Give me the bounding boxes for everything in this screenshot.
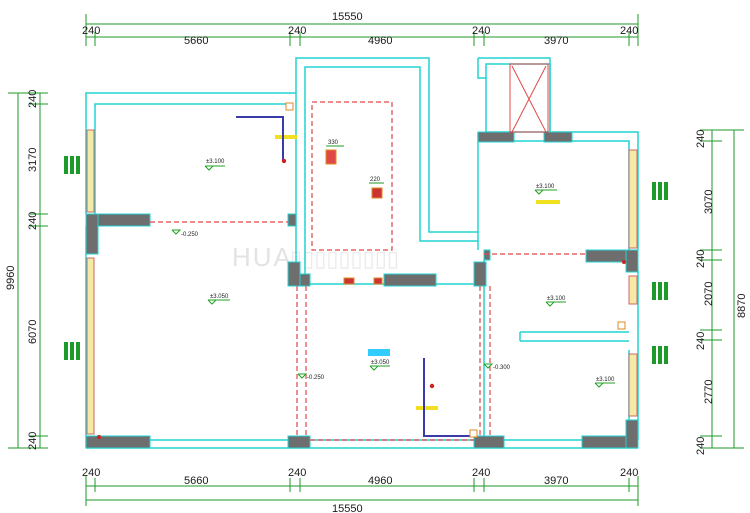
svg-text:240: 240 [695, 332, 707, 350]
center-annotation-b: 220 [370, 177, 381, 183]
svg-text:3970: 3970 [544, 35, 568, 47]
stair-cross [509, 63, 549, 133]
svg-text:3170: 3170 [27, 148, 39, 172]
svg-text:4960: 4960 [368, 475, 392, 487]
bottom-total-dim: 15550 [332, 503, 363, 513]
windows [86, 129, 638, 435]
watermark-text: HUA [232, 242, 293, 272]
svg-text:240: 240 [620, 467, 638, 479]
left-dims: 9960 240 3170 240 6070 240 [5, 90, 39, 450]
gray-wall-fills [85, 131, 639, 449]
svg-text:240: 240 [82, 467, 100, 479]
level-right-passage: -0.300 [493, 365, 511, 371]
svg-text:240: 240 [472, 25, 490, 37]
yellow-marks [275, 135, 560, 410]
svg-text:240: 240 [27, 432, 39, 450]
level-middle-right-room: ±3.100 [547, 296, 566, 302]
right-dims: 8870 240 3070 240 2070 240 2770 240 [695, 130, 748, 455]
svg-text:240: 240 [695, 250, 707, 268]
top-dimension-lines [85, 14, 639, 46]
svg-text:3970: 3970 [544, 475, 568, 487]
cyan-wall-outlines [85, 57, 639, 449]
right-total-dim: 8870 [736, 294, 748, 318]
svg-text:240: 240 [27, 90, 39, 108]
level-top-right-room: ±3.100 [536, 184, 555, 190]
top-total-dim: 15550 [332, 11, 363, 23]
level-bottom-right-room: ±3.100 [596, 377, 615, 383]
svg-text:240: 240 [695, 437, 707, 455]
level-markers [171, 165, 615, 388]
electrical-boxes [285, 102, 626, 438]
level-bottom-center-room: ±3.050 [371, 360, 390, 366]
dashed-partitions [150, 101, 586, 441]
purple-fixtures [236, 116, 470, 437]
svg-text:240: 240 [695, 130, 707, 148]
center-annotation-a: 330 [328, 140, 339, 146]
svg-text:240: 240 [82, 25, 100, 37]
svg-text:4960: 4960 [368, 35, 392, 47]
level-living-room: ±3.050 [210, 294, 229, 300]
level-top-left-room: ±3.100 [206, 159, 225, 165]
svg-text:5660: 5660 [184, 35, 208, 47]
window-label-marks [64, 156, 668, 364]
svg-text:2770: 2770 [703, 380, 715, 404]
level-center-passage: -0.250 [307, 375, 325, 381]
svg-text:240: 240 [620, 25, 638, 37]
svg-text:6070: 6070 [27, 320, 39, 344]
svg-text:240: 240 [288, 25, 306, 37]
svg-text:3070: 3070 [703, 190, 715, 214]
right-dimension-lines [700, 129, 744, 449]
bottom-segment-dims: 240 5660 240 4960 240 3970 240 [82, 467, 638, 487]
level-left-passage: -0.250 [181, 232, 199, 238]
red-dots [97, 158, 626, 439]
left-dimension-lines [8, 92, 48, 449]
bottom-dimension-lines [85, 476, 639, 506]
left-total-dim: 9960 [5, 266, 17, 290]
top-segment-dims: 240 5660 240 4960 240 3970 240 [82, 25, 638, 47]
svg-text:240: 240 [27, 212, 39, 230]
svg-text:5660: 5660 [184, 475, 208, 487]
svg-text:240: 240 [472, 467, 490, 479]
svg-text:240: 240 [288, 467, 306, 479]
svg-text:2070: 2070 [703, 282, 715, 306]
